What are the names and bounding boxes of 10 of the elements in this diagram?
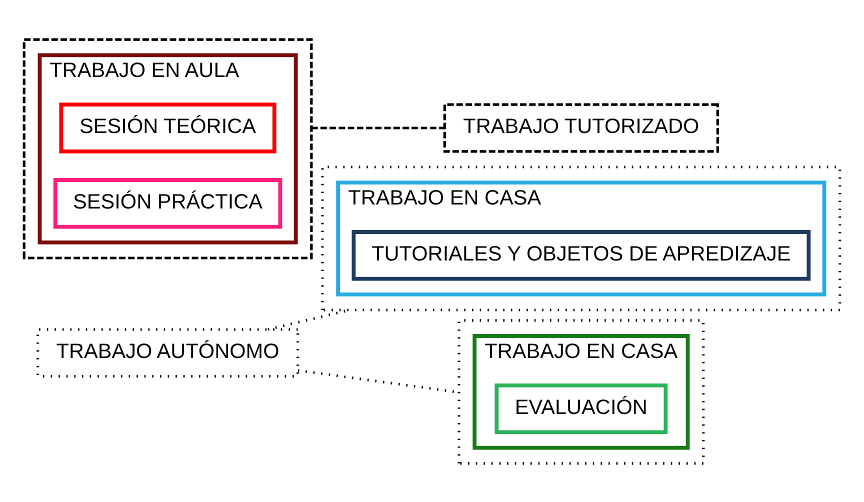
cluster <box>321 165 842 311</box>
node-box: TRABAJO TUTORIZADO <box>443 102 719 152</box>
node-box: TRABAJO AUTÓNOMO <box>36 328 300 378</box>
cluster <box>22 38 313 259</box>
node-box: EVALUACIÓN <box>494 382 668 434</box>
cluster <box>458 318 705 464</box>
node-box: TUTORIALES Y OBJETOS DE APREDIZAJE <box>352 230 811 280</box>
connector <box>311 126 445 129</box>
node-box: SESIÓN TEÓRICA <box>59 102 276 153</box>
node-box: SESIÓN PRÁCTICA <box>53 178 282 228</box>
